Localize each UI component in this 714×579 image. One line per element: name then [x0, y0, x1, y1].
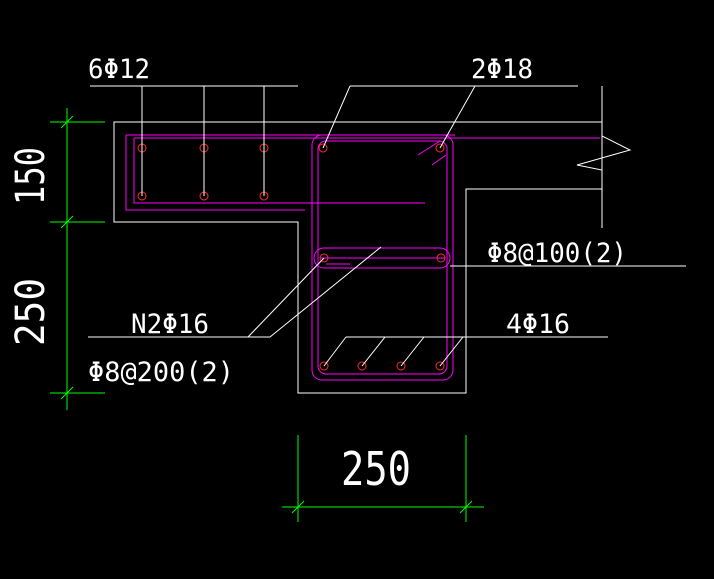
label-stirrups-secondary: Φ8@200(2) — [88, 357, 234, 388]
leader-lines — [88, 85, 686, 367]
label-top-slab-bars: 6Φ12 — [88, 54, 150, 85]
dimension-vertical-bottom: 250 — [8, 278, 54, 346]
label-bottom-bars: 4Φ16 — [506, 309, 570, 340]
dimension-lines — [50, 108, 484, 522]
label-waist-bars: N2Φ16 — [131, 309, 209, 340]
rebar — [125, 134, 600, 381]
dimension-horizontal: 250 — [341, 442, 411, 496]
label-beam-top-bars: 2Φ18 — [471, 54, 533, 85]
concrete-outline — [113, 86, 632, 394]
label-stirrups-main: Φ8@100(2) — [487, 238, 627, 269]
dimension-vertical-top: 150 — [8, 147, 54, 205]
